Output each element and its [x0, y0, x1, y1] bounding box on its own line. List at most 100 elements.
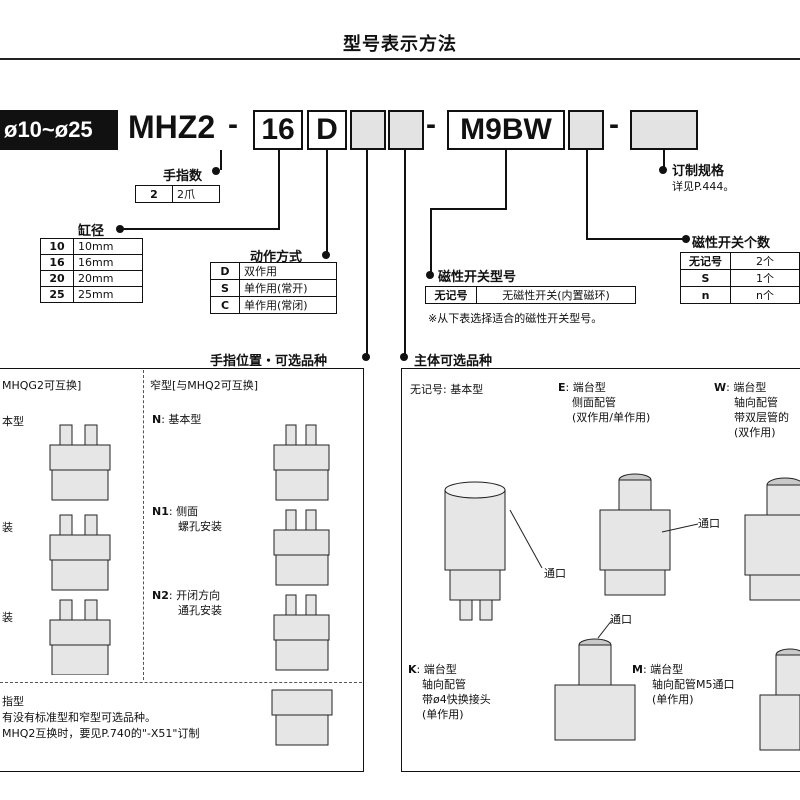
switch-model-value: 无磁性开关(内置磁环): [476, 286, 636, 304]
gripper-icon: [49, 514, 111, 591]
finger-bottom-line: 指型: [2, 695, 24, 708]
body-illustrations: [444, 473, 800, 751]
cylinder-quick-connector-icon: [554, 619, 636, 741]
cylinder-basic-icon: [444, 481, 543, 621]
table-row: 无记号无磁性开关(内置磁环): [425, 286, 636, 304]
option-code: N1: [152, 505, 169, 518]
port-label: 通口: [610, 613, 632, 626]
code-dash-1: -: [228, 108, 238, 141]
option-code: E: [558, 381, 566, 394]
option-text: 轴向配管: [422, 678, 466, 691]
bore-code-box: 16: [253, 110, 303, 150]
leader-spec: [663, 150, 665, 170]
leader-finger-opt: [366, 150, 368, 356]
finger-right-item-n2: N2: 开闭方向 通孔安装: [152, 589, 222, 617]
option-code: N: [152, 413, 162, 426]
leader-dot-action: [322, 251, 330, 259]
bore-key: 25: [40, 286, 74, 303]
leader-body-opt: [404, 150, 406, 356]
leader-dot-spec: [659, 166, 667, 174]
switch-count-value: n个: [730, 286, 800, 304]
body-option-w: W: 端台型 轴向配管 带双层管的 (双作用): [714, 381, 789, 439]
switch-count-value: 1个: [730, 269, 800, 287]
action-value: 单作用(常开): [239, 279, 337, 297]
bore-value: 10mm: [73, 238, 143, 255]
gripper-icon: [49, 599, 111, 675]
option-text: 带ø4快换接头: [422, 693, 491, 706]
spec-sub: 详见P.444。: [672, 180, 735, 193]
switch-code-box: M9BW: [447, 110, 565, 150]
finger-left-item: 装: [2, 521, 13, 534]
cylinder-side-port-icon: [599, 473, 699, 596]
code-dash-3: -: [609, 108, 619, 141]
finger-left-item: 装: [2, 611, 13, 624]
finger-right-item-n: N: 基本型: [152, 413, 202, 426]
leader-switch-h: [430, 208, 507, 210]
body-option-box: [388, 110, 424, 150]
switch-model-table: 无记号无磁性开关(内置磁环): [425, 286, 636, 304]
gripper-icon: [273, 594, 330, 671]
action-key: S: [210, 279, 240, 297]
leader-bore-h: [118, 228, 280, 230]
spec-box: [630, 110, 698, 150]
gripper-icon: [273, 509, 330, 586]
switch-count-key: S: [680, 269, 731, 287]
model-prefix: MHZ2: [128, 109, 216, 145]
finger-left-item: 本型: [2, 415, 24, 428]
right-gripper-illustrations: [271, 424, 333, 746]
option-code: K: [408, 663, 417, 676]
option-text: 带双层管的: [734, 411, 789, 424]
bore-range-banner: ø10~ø25: [0, 110, 118, 150]
switch-count-key: n: [680, 286, 731, 304]
switch-model-note: ※从下表选择适合的磁性开关型号。: [428, 312, 603, 325]
bore-value: 16mm: [73, 254, 143, 271]
switch-count-key: 无记号: [680, 252, 731, 270]
cylinder-m5-port-icon: [759, 648, 800, 751]
option-text: (双作用): [734, 426, 776, 439]
leader-dot-fingers: [212, 167, 220, 175]
option-text: 侧面配管: [572, 396, 616, 409]
left-gripper-illustrations: [49, 424, 111, 675]
leader-count-v: [586, 150, 588, 240]
option-code: W: [714, 381, 727, 394]
fingers-heading: 手指数: [163, 169, 203, 184]
finger-bottom-line: MHQ2互换时，要见P.740的"-X51"订制: [2, 727, 200, 740]
leader-action: [326, 150, 328, 254]
finger-left-header: MHQG2可互换]: [2, 379, 82, 392]
body-options-panel: [401, 368, 800, 772]
finger-options-panel: [0, 368, 364, 772]
finger-panel-separator: [0, 682, 362, 683]
action-value: 单作用(常闭): [239, 296, 337, 314]
action-key: D: [210, 262, 240, 280]
option-text: 轴向配管M5通口: [652, 678, 735, 691]
finger-right-header: 窄型[与MHQ2可互换]: [150, 379, 259, 392]
option-text: 基本型: [168, 413, 202, 426]
leader-count-h: [586, 238, 686, 240]
switch-count-box: [568, 110, 604, 150]
option-text: 开闭方向: [176, 589, 221, 602]
body-option-k: K: 端台型 轴向配管 带ø4快换接头 (单作用): [408, 663, 491, 721]
fingers-key: 2: [135, 185, 173, 203]
switch-model-heading: 磁性开关型号: [438, 270, 517, 285]
option-text: 端台型: [733, 381, 767, 394]
option-text: 轴向配管: [734, 396, 778, 409]
finger-options-heading: 手指位置・可选品种: [210, 354, 328, 369]
option-text: 通孔安装: [178, 604, 222, 617]
gripper-icon: [273, 424, 330, 501]
code-dash-2: -: [426, 108, 436, 141]
title-underline: [0, 58, 800, 60]
option-text: 端台型: [423, 663, 457, 676]
gripper-icon: [49, 424, 111, 501]
body-option-e: E: 端台型 侧面配管 (双作用/单作用): [558, 381, 651, 424]
action-value: 双作用: [239, 262, 337, 280]
finger-option-box: [350, 110, 386, 150]
finger-panel-divider: [143, 370, 145, 680]
leader-dot-finger-opt: [362, 353, 370, 361]
